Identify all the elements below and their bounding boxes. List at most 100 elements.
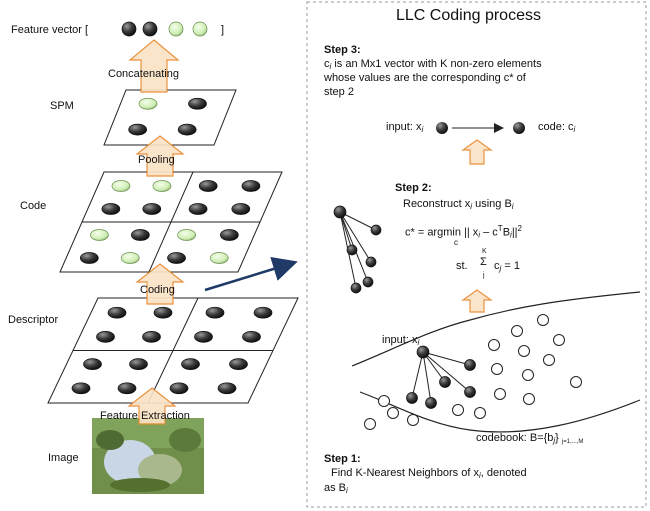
code-layer-dot [198, 180, 218, 192]
coding-link-arrow [204, 256, 298, 292]
feature-extraction-arrow [127, 387, 177, 425]
constraint-st: st. [456, 260, 468, 272]
neighbor-node [365, 256, 377, 268]
knn-edge [422, 351, 471, 393]
code-layer-dot [241, 180, 261, 192]
manifold-curve-upper [351, 291, 641, 367]
code-layer-dot [220, 229, 239, 241]
step2-heading: Step 2: [395, 182, 432, 194]
descriptor-layer-dot [229, 358, 248, 370]
reconstruct-graph [333, 205, 382, 294]
graph-edge [339, 211, 372, 263]
codebook-point [488, 339, 500, 351]
codebook-point [543, 354, 555, 366]
step1-desc-line1: Find K-Nearest Neighbors of xi, denoted [331, 467, 527, 480]
step3-input-label: input: xi [386, 121, 424, 134]
feature-vector [121, 21, 208, 37]
concatenating-label: Concatenating [108, 68, 179, 80]
codebook-point [494, 388, 506, 400]
feature-vector-dot [142, 21, 158, 37]
spm-layer-dot [177, 123, 197, 136]
graph-edge [339, 211, 377, 231]
feature-vector-dot [192, 21, 208, 37]
pooling-arrow [135, 135, 185, 177]
codebook-point [570, 376, 582, 388]
step1-to-step2-arrow [461, 289, 493, 313]
sum-bottom: j [483, 272, 485, 279]
step2-reconstruct: Reconstruct xi using Bi [403, 198, 514, 211]
code-layer-dot [209, 252, 229, 264]
feature-vector-dot [121, 21, 137, 37]
manifold-curve-lower [359, 391, 641, 433]
llc-panel-border [306, 1, 647, 508]
code-layer-dot [120, 252, 140, 264]
step3-line1-rest: is an Mx1 vector with K non-zero element… [331, 58, 542, 70]
code-layer-dot [152, 180, 172, 192]
knn-edge [422, 351, 471, 366]
spm-layer [103, 89, 237, 146]
step3-heading: Step 3: [324, 44, 361, 56]
llc-title: LLC Coding process [396, 7, 541, 24]
descriptor-layer-dot [205, 306, 225, 319]
manifold-illustration [351, 291, 641, 433]
feature-vector-close: ] [221, 24, 225, 36]
codebook-point [387, 407, 399, 419]
code-layer-dot [111, 180, 131, 192]
concatenating-arrow [128, 39, 180, 93]
descriptor-layer-dot [71, 382, 91, 395]
neighbor-node [350, 282, 362, 294]
descriptor-layer-dot [253, 306, 273, 319]
step3-line1: ci is an Mx1 vector with K non-zero elem… [324, 58, 542, 71]
descriptor-layer [47, 297, 299, 404]
knn-edge [422, 351, 432, 404]
descriptor-layer-dot [107, 306, 127, 319]
codebook-point [511, 325, 523, 337]
feature-vector-dot [168, 21, 184, 37]
codebook-point [523, 393, 535, 405]
input-image [92, 418, 204, 494]
descriptor-layer-dot [217, 382, 237, 395]
descriptor-layer-dot [96, 331, 115, 343]
descriptor-layer-dot [142, 331, 161, 343]
coding-label: Coding [140, 284, 175, 296]
descriptor-layer-dot [169, 382, 189, 395]
descriptor-layer-dot [242, 331, 261, 343]
descriptor-layer-dot [153, 306, 173, 319]
spm-layer-dot [188, 97, 207, 110]
c-sub: i [329, 62, 332, 71]
code-layer-dot [79, 252, 99, 264]
spm-layer-dot [138, 97, 158, 110]
knn-edge [411, 351, 424, 399]
code-layer-dot [167, 252, 186, 264]
code-layer-dot [101, 203, 121, 215]
neighbor-node [346, 244, 358, 256]
code-point-dot [513, 122, 525, 134]
step2-to-step3-arrow [461, 139, 493, 165]
sum-symbol: Σ [480, 256, 487, 268]
code-layer [59, 171, 283, 273]
descriptor-layer-dot [117, 382, 137, 395]
nearest-neighbor-point [425, 397, 437, 409]
spm-layer-outline [103, 89, 237, 146]
descriptor-layer-dot [83, 358, 102, 370]
codebook-point [364, 418, 376, 430]
codebook-point [522, 369, 534, 381]
codebook-point [452, 404, 464, 416]
neighbor-node [370, 224, 382, 236]
codebook-point [491, 363, 503, 375]
neighbor-node [362, 276, 374, 288]
codebook-point [474, 407, 486, 419]
step3-mapping [436, 122, 525, 134]
image-label: Image [48, 452, 79, 464]
feature-extraction-label: Feature Extraction [100, 410, 190, 422]
code-layer-dot [90, 229, 109, 241]
input-point-dot [436, 122, 448, 134]
step1-desc-line2: as Bi [324, 482, 348, 495]
step3-code-label: code: ci [538, 121, 576, 134]
argmin-subscript: c [454, 238, 458, 247]
descriptor-layer-dot [181, 358, 200, 370]
nearest-neighbor-point [439, 376, 451, 388]
code-label: Code [20, 200, 47, 212]
